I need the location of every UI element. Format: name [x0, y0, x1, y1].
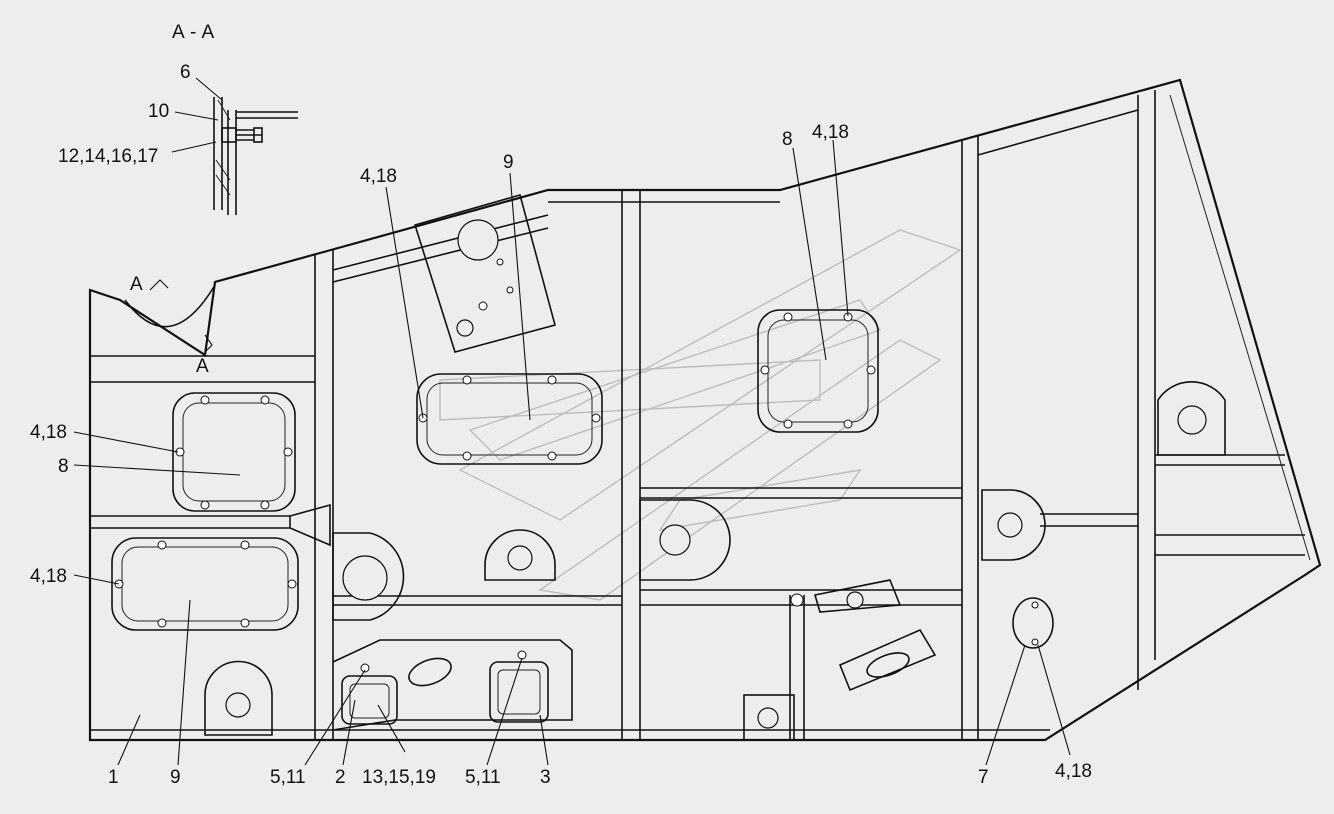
callout-13-15-19: 13,15,19 — [362, 767, 436, 788]
label-6: 6 — [180, 62, 191, 83]
label-10: 10 — [148, 101, 169, 122]
section-arrow-top — [149, 279, 169, 291]
callout-8-left: 8 — [58, 456, 69, 477]
hatch-left-top — [172, 392, 296, 512]
callout-4-18-left-bottom: 4,18 — [30, 566, 67, 587]
section-aa-detail — [213, 97, 298, 215]
callout-3: 3 — [540, 767, 551, 788]
watermark — [439, 229, 962, 601]
callout-4-18-right: 4,18 — [812, 122, 849, 143]
label-12-14-16-17: 12,14,16,17 — [58, 146, 158, 167]
callout-8-right: 8 — [782, 129, 793, 150]
section-title: А - А — [172, 22, 215, 43]
section-mark-bottom: А — [196, 356, 209, 377]
section-mark-top: А — [130, 274, 143, 295]
callout-9-center: 9 — [503, 152, 514, 173]
callout-4-18-center: 4,18 — [360, 166, 397, 187]
callout-5-11-b: 5,11 — [465, 767, 501, 788]
hatch-right — [757, 309, 879, 433]
callout-5-11-a: 5,11 — [270, 767, 306, 788]
arc-cutout — [124, 284, 216, 328]
oval-pad — [1012, 597, 1054, 649]
callout-4-18-left-top: 4,18 — [30, 422, 67, 443]
callout-9-left: 9 — [170, 767, 181, 788]
gusset — [289, 503, 331, 547]
boxes — [332, 639, 573, 731]
callout-7: 7 — [978, 767, 989, 788]
frame-outline — [88, 78, 1322, 742]
hatch-left-bottom — [111, 537, 299, 631]
callout-1: 1 — [108, 767, 119, 788]
callout-2: 2 — [335, 767, 346, 788]
leaders — [73, 77, 1071, 766]
callout-4-18-bottom-right: 4,18 — [1055, 761, 1092, 782]
flanges — [204, 381, 1226, 741]
bearing-plate — [413, 194, 556, 353]
bracket — [789, 579, 937, 740]
hatch-center — [416, 373, 603, 465]
section-arrow-bottom — [204, 334, 213, 353]
